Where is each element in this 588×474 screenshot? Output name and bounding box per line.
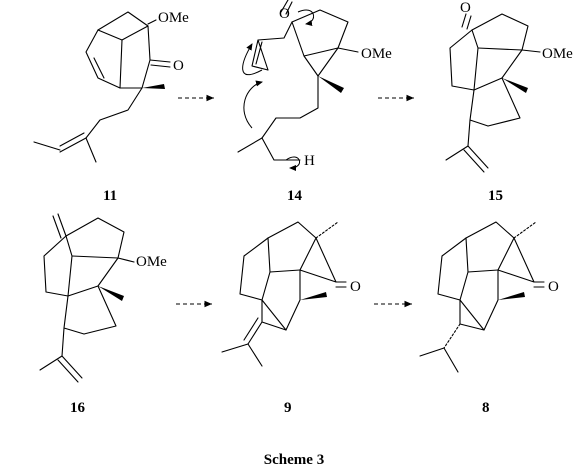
compound-label-15: 15 (488, 188, 503, 204)
hydrogen-label: H (304, 153, 315, 169)
carbonyl-o-label: O (548, 279, 559, 295)
compound-15: O OMe 15 (445, 0, 573, 204)
carbonyl-o-label: O (350, 279, 361, 295)
compound-11: OMe O 11 (33, 10, 189, 204)
compound-label-16: 16 (70, 400, 86, 416)
compound-16: OMe 16 (39, 213, 167, 416)
ome-label: OMe (136, 254, 167, 270)
carbonyl-o-label: O (460, 0, 471, 16)
compound-8: O 8 (419, 221, 559, 416)
carbonyl-o-label: O (279, 6, 290, 22)
compound-label-8: 8 (482, 400, 490, 416)
ome-label: OMe (158, 10, 189, 26)
compound-9: O 9 (221, 221, 361, 416)
carbonyl-o-label: O (173, 58, 184, 74)
compound-14: O OMe H 14 (237, 0, 392, 204)
compound-label-11: 11 (103, 188, 117, 204)
ome-label: OMe (361, 46, 392, 62)
compound-label-14: 14 (287, 188, 303, 204)
scheme-caption: Scheme 3 (264, 452, 324, 468)
ome-label: OMe (542, 46, 573, 62)
compound-label-9: 9 (284, 400, 292, 416)
